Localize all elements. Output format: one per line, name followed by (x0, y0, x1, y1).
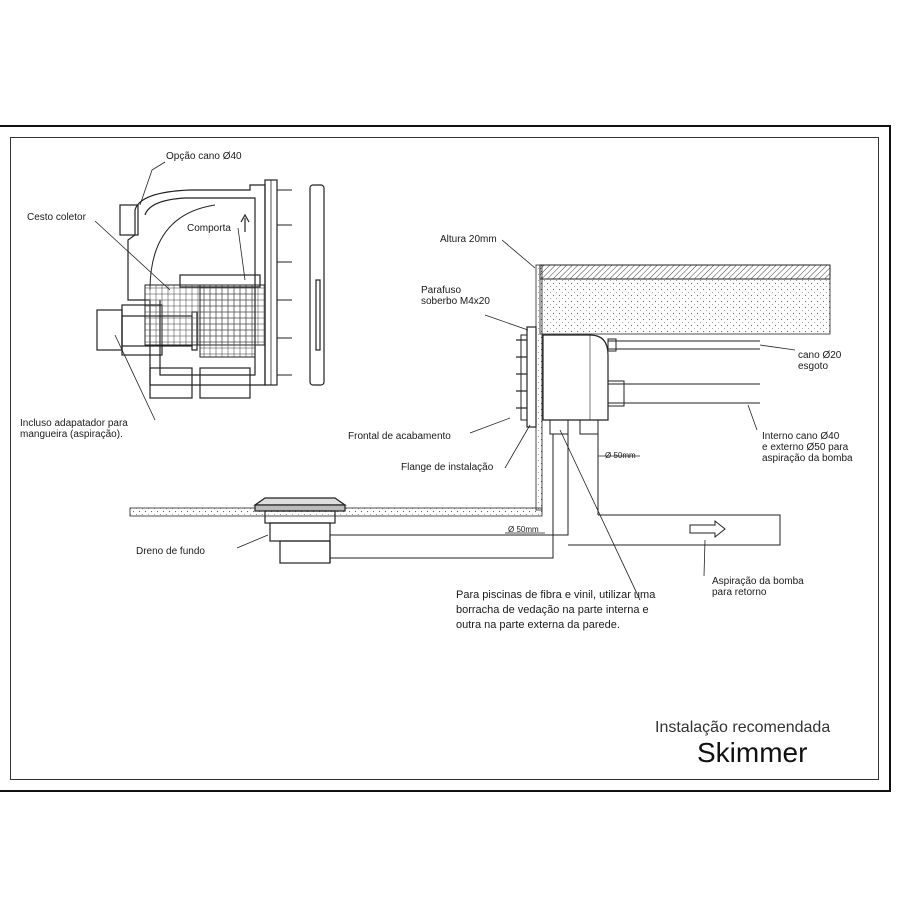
label-opcao-cano: Opção cano Ø40 (166, 151, 242, 162)
label-cesto-coletor: Cesto coletor (27, 212, 86, 223)
label-nota-fibra: Para piscinas de fibra e vinil, utilizar… (456, 589, 656, 631)
front-plate (309, 184, 325, 386)
label-comporta: Comporta (187, 223, 231, 234)
label-cano-esgoto: cano Ø20 esgoto (798, 350, 842, 372)
skimmer-side-view (96, 179, 292, 399)
label-flange: Flange de instalação (401, 462, 494, 473)
title-line-2: Skimmer (697, 737, 808, 768)
leader-lines-right (236, 239, 796, 601)
floor-drain (253, 497, 347, 564)
label-frontal: Frontal de acabamento (348, 431, 451, 442)
label-parafuso: Parafuso soberbo M4x20 (421, 285, 490, 307)
label-dim-50-lower: Ø 50mm (508, 525, 539, 534)
label-aspiracao-retorno: Aspiração da bomba para retorno (712, 576, 804, 598)
label-dim-50-upper: Ø 50mm (605, 451, 636, 460)
label-dreno: Dreno de fundo (136, 546, 205, 557)
title-line-1: Instalação recomendada (655, 719, 831, 736)
label-cano-interno: Interno cano Ø40 e externo Ø50 para aspi… (762, 431, 853, 464)
label-incluso-adaptador: Incluso adapatador para mangueira (aspir… (20, 418, 128, 440)
leader-lines-left (94, 161, 246, 421)
drawing-frame (0, 125, 891, 792)
drawing-inner-frame (10, 137, 879, 780)
label-altura: Altura 20mm (440, 234, 497, 245)
installation-section (129, 264, 831, 559)
